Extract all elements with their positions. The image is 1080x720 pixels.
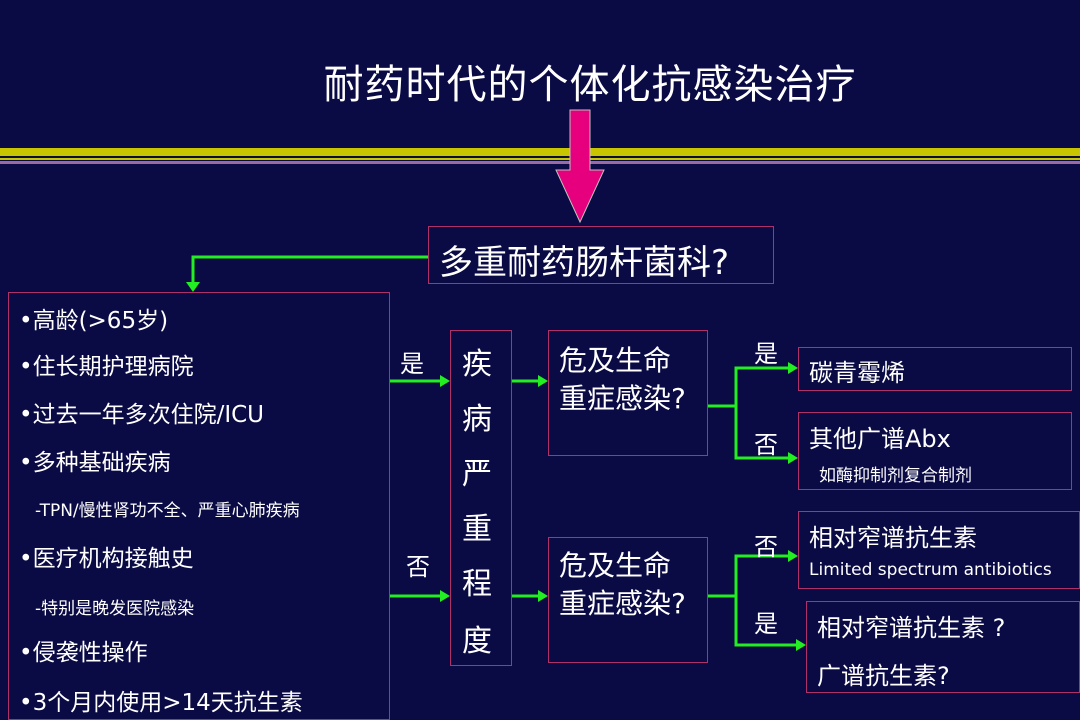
title-divider-line (0, 158, 1080, 160)
severity-char: 病 (462, 402, 492, 437)
arrow-question-to-risk (191, 255, 428, 282)
risk-subitem: -TPN/慢性肾功不全、严重心肺疾病 (35, 501, 300, 521)
risk-item: •医疗机构接触史 (19, 546, 194, 572)
label-no-top: 否 (754, 431, 778, 459)
branch-top-yes (734, 366, 788, 406)
outcome-narrow-or-broad: 相对窄谱抗生素 ? 广谱抗生素? (806, 601, 1080, 693)
outcome-text-2: 广谱抗生素? (817, 662, 950, 690)
critical-text-line2: 重症感染? (559, 382, 686, 415)
question-box: 多重耐药肠杆菌科? (428, 226, 774, 284)
outcome-subtext-en: Limited spectrum antibiotics (809, 560, 1052, 580)
page-title: 耐药时代的个体化抗感染治疗 (323, 62, 857, 108)
critical-box-bottom: 危及生命 重症感染? (548, 537, 708, 663)
risk-factors-box: •高龄(>65岁) •住长期护理病院 •过去一年多次住院/ICU •多种基础疾病… (8, 292, 390, 720)
critical-text-line2: 重症感染? (559, 587, 686, 620)
outcome-subtext: 如酶抑制剂复合制剂 (819, 466, 972, 486)
branch-bottom-yes (734, 596, 796, 647)
question-text: 多重耐药肠杆菌科? (439, 243, 730, 283)
title-divider-line-purple (0, 161, 1080, 164)
critical-box-top: 危及生命 重症感染? (548, 330, 708, 456)
critical-text-line1: 危及生命 (559, 549, 672, 582)
risk-item: •住长期护理病院 (19, 354, 194, 380)
label-yes-bottom: 是 (754, 610, 778, 638)
severity-char: 重 (462, 512, 492, 547)
outcome-text: 碳青霉烯 (809, 359, 905, 387)
outcome-carbapenem: 碳青霉烯 (798, 347, 1072, 391)
severity-char: 疾 (462, 347, 492, 382)
title-divider-band (0, 148, 1080, 156)
outcome-text: 其他广谱Abx (809, 425, 951, 453)
label-no-left: 否 (406, 553, 430, 581)
severity-char: 程 (462, 567, 492, 602)
outcome-other-broad: 其他广谱Abx 如酶抑制剂复合制剂 (798, 412, 1072, 490)
outcome-narrow: 相对窄谱抗生素 Limited spectrum antibiotics (798, 511, 1080, 589)
outcome-text: 相对窄谱抗生素 ? (817, 614, 1006, 642)
severity-char: 度 (462, 624, 492, 659)
down-arrow-magenta (555, 109, 605, 224)
severity-char: 严 (462, 457, 492, 492)
outcome-text: 相对窄谱抗生素 (809, 524, 977, 552)
label-no-bottom: 否 (754, 533, 778, 561)
severity-box: 疾 病 严 重 程 度 (450, 330, 512, 666)
branch-top-no (734, 406, 788, 460)
risk-item: •3个月内使用>14天抗生素 (19, 690, 303, 716)
risk-item: •侵袭性操作 (19, 640, 148, 666)
label-yes-left: 是 (400, 350, 424, 378)
branch-bottom-no (734, 554, 788, 596)
risk-item: •过去一年多次住院/ICU (19, 402, 264, 428)
risk-item: •多种基础疾病 (19, 450, 171, 476)
critical-text-line1: 危及生命 (559, 344, 672, 377)
risk-subitem: -特别是晚发医院感染 (35, 599, 195, 619)
risk-item: •高龄(>65岁) (19, 308, 169, 334)
label-yes-top: 是 (754, 340, 778, 368)
